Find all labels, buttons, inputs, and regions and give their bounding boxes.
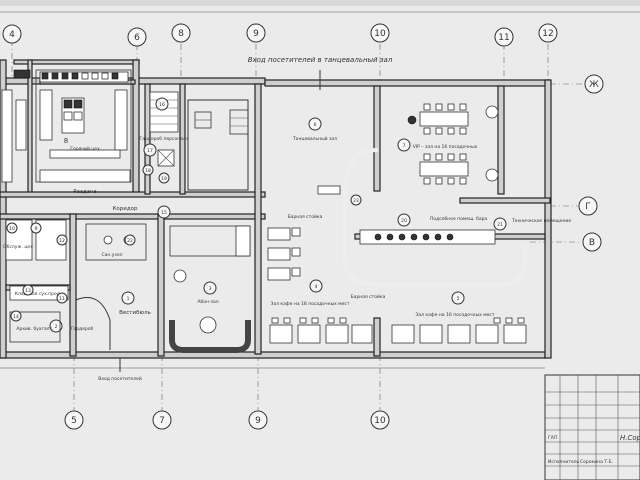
- svg-text:9: 9: [255, 416, 261, 426]
- svg-text:5: 5: [457, 296, 460, 302]
- axis-bubble-right-v: В: [582, 232, 602, 252]
- axis-bubbles: 4 6 8 9 10 11 12 5 7 9 10 Ж Г В: [2, 23, 604, 430]
- svg-text:4: 4: [315, 284, 318, 290]
- axis-bubble-top-9: 9: [246, 23, 266, 43]
- axis-bubble-bottom-10: 10: [370, 410, 390, 430]
- svg-text:10: 10: [9, 226, 15, 232]
- svg-text:Абон-зал: Абон-зал: [197, 299, 218, 305]
- svg-text:9: 9: [253, 29, 259, 39]
- svg-text:4: 4: [9, 30, 15, 40]
- axis-bubble-right-zh: Ж: [584, 74, 604, 94]
- svg-text:Раздача: Раздача: [73, 189, 96, 195]
- axis-bubble-top-11: 11: [494, 27, 514, 47]
- svg-text:Г: Г: [585, 202, 591, 212]
- axis-bubble-bottom-5: 5: [64, 410, 84, 430]
- svg-text:11: 11: [59, 296, 65, 302]
- bar-prep: 20 Подсобное помещ. бара 21 Техническое …: [397, 213, 571, 231]
- svg-text:6: 6: [134, 33, 140, 43]
- svg-text:11: 11: [498, 33, 509, 43]
- svg-text:19: 19: [161, 176, 167, 182]
- signature: Н.Сор: [620, 434, 640, 442]
- svg-text:22: 22: [127, 238, 133, 244]
- svg-text:Гардероб: Гардероб: [71, 326, 94, 332]
- svg-text:Архив. бухгалт.: Архив. бухгалт.: [16, 326, 53, 332]
- svg-text:16: 16: [159, 102, 165, 108]
- svg-text:2: 2: [55, 324, 58, 330]
- svg-text:10: 10: [374, 416, 386, 426]
- svg-text:7: 7: [159, 416, 165, 426]
- svg-text:ГАП: ГАП: [548, 435, 557, 441]
- misc-numbers: 15 22 13 10 9 18 19 23 11: [6, 164, 362, 304]
- svg-text:Ж: Ж: [589, 80, 599, 90]
- svg-text:Техническое помещение: Техническое помещение: [511, 218, 571, 224]
- svg-text:Сорокина Т.Б.: Сорокина Т.Б.: [580, 459, 613, 465]
- axis-bubble-top-8: 8: [171, 23, 191, 43]
- axis-bubble-top-10: 10: [370, 23, 390, 43]
- svg-text:8: 8: [64, 137, 68, 145]
- svg-text:13: 13: [25, 288, 31, 294]
- svg-text:Исполнитель: Исполнитель: [548, 459, 580, 465]
- svg-text:Подсобное помещ. бара: Подсобное помещ. бара: [430, 216, 487, 222]
- axis-bubble-bottom-7: 7: [152, 410, 172, 430]
- svg-text:7: 7: [403, 143, 406, 149]
- svg-text:Вестибюль: Вестибюль: [119, 310, 151, 316]
- left-strip: [1, 69, 31, 183]
- svg-text:VIP – зал на 16 посадочных: VIP – зал на 16 посадочных: [413, 144, 478, 150]
- svg-text:1: 1: [127, 296, 130, 302]
- svg-text:20: 20: [401, 218, 407, 224]
- svg-text:В: В: [589, 238, 595, 248]
- svg-text:Зал кафе на 16 посадочных мест: Зал кафе на 16 посадочных мест: [415, 312, 494, 318]
- title-block: ГАП Исполнитель Сорокина Т.Б. Н.Сор: [544, 374, 640, 480]
- axis-bubble-bottom-9: 9: [248, 410, 268, 430]
- svg-text:Барная стойка: Барная стойка: [288, 213, 323, 220]
- svg-text:10: 10: [374, 29, 386, 39]
- svg-text:3: 3: [209, 286, 212, 292]
- axis-bubble-top-6: 6: [127, 27, 147, 47]
- svg-text:18: 18: [145, 168, 151, 174]
- dance-hall: 6 Танцевальный зал Вход посетителей в та…: [248, 56, 393, 220]
- svg-text:8: 8: [178, 29, 184, 39]
- svg-text:Гардероб персонала: Гардероб персонала: [139, 136, 188, 142]
- svg-text:Барная стойка: Барная стойка: [351, 293, 386, 300]
- svg-text:21: 21: [497, 222, 503, 228]
- vestibule-area: 1 Вестибюль 2 Гардероб 3 Абон-зал Вход п…: [49, 225, 251, 382]
- svg-text:Танцевальный зал: Танцевальный зал: [292, 135, 337, 142]
- cafe-hall-right: 5 Зал кафе на 16 посадочных мест: [391, 291, 527, 344]
- svg-text:Вход посетителей: Вход посетителей: [98, 375, 142, 382]
- svg-text:9: 9: [35, 226, 38, 232]
- svg-text:Горячий цех: Горячий цех: [70, 145, 100, 152]
- axis-bubble-right-g: Г: [578, 196, 598, 216]
- svg-text:5: 5: [71, 416, 77, 426]
- svg-text:Обслуж. цех: Обслуж. цех: [3, 244, 33, 250]
- svg-text:12: 12: [59, 238, 65, 244]
- svg-text:Зал кафе на 18 посадочных мест: Зал кафе на 18 посадочных мест: [270, 301, 349, 307]
- corridor-label: Коридор: [113, 206, 139, 212]
- dance-entry-note: Вход посетителей в танцевальный зал: [248, 56, 393, 64]
- cafe-hall-left: 4 Зал кафе на 18 посадочных мест: [267, 227, 373, 344]
- left-rooms: Обслуж. цех 12 Сан.узел Кладовая сух.про…: [3, 219, 147, 343]
- svg-text:Сан.узел: Сан.узел: [102, 252, 123, 258]
- svg-text:23: 23: [353, 198, 359, 204]
- bar-counter: Барная стойка: [317, 148, 527, 300]
- svg-text:14: 14: [13, 314, 19, 320]
- vip-hall: 7 VIP – зал на 16 посадочных: [397, 103, 499, 185]
- svg-text:17: 17: [147, 148, 153, 154]
- stair-block: 16 Гардероб персонала 17: [139, 91, 249, 167]
- axis-bubble-top-4: 4: [2, 24, 22, 44]
- hot-shop: 8 Горячий цех Раздача: [35, 69, 132, 195]
- svg-text:12: 12: [542, 29, 553, 39]
- svg-text:Кладовая сух.прод.: Кладовая сух.прод.: [15, 291, 62, 297]
- svg-text:15: 15: [161, 210, 167, 216]
- axis-bubble-top-12: 12: [538, 23, 558, 43]
- svg-text:6: 6: [314, 122, 317, 128]
